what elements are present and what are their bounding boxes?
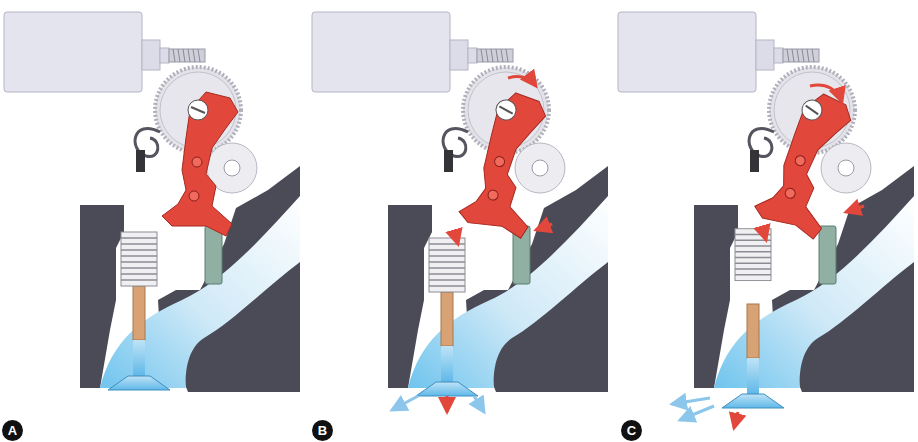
panel: [312, 12, 608, 412]
flow-arrow: [680, 406, 714, 420]
flow-arrow: [672, 398, 710, 404]
flow-arrow: [474, 396, 484, 412]
force-arrow: [454, 230, 458, 244]
panel: [4, 12, 300, 392]
force-arrow: [846, 206, 864, 212]
flow-arrow: [392, 396, 418, 410]
force-arrow: [762, 226, 766, 240]
panel-letter-text: C: [627, 424, 636, 437]
panel-letter: A: [2, 420, 23, 441]
rotation-arrow: [508, 76, 536, 86]
motion-arrow: [734, 412, 738, 428]
force-arrow: [536, 224, 552, 230]
panel-letter: C: [621, 420, 642, 441]
motion-arrow: [446, 396, 449, 412]
rotation-arrow: [810, 85, 842, 102]
panel-letter: B: [312, 420, 333, 441]
panel: [618, 12, 914, 428]
panel-letter-text: A: [8, 424, 17, 437]
panel-letter-text: B: [318, 424, 327, 437]
